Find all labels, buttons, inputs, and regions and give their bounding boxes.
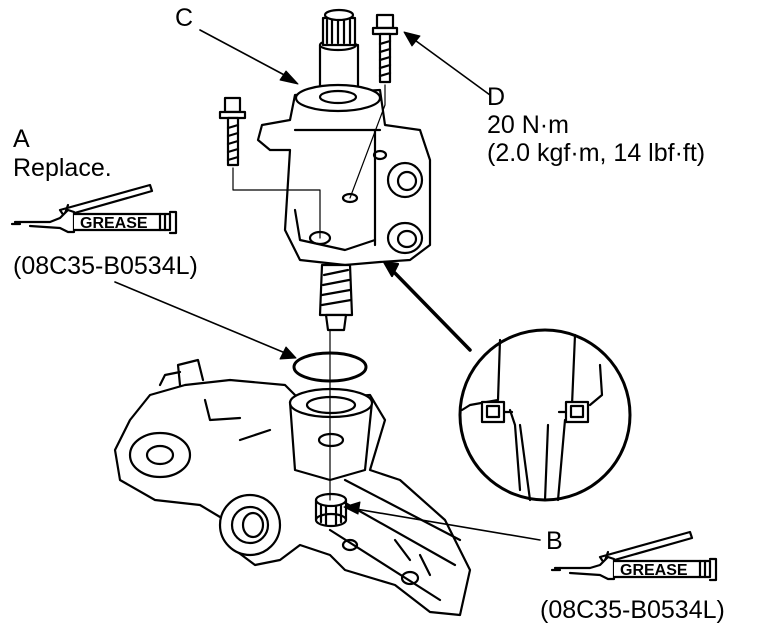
grease-gun-icon (10, 183, 178, 235)
callout-letter-c: C (175, 4, 194, 32)
detail-inset (458, 328, 632, 502)
gear-housing (113, 358, 472, 617)
callout-letter-b: B (546, 527, 563, 555)
callout-letter-d: D (487, 83, 506, 111)
part-number-b: (08C35-B0534L) (540, 596, 725, 624)
torque-metric-d: 20 N·m (487, 111, 569, 139)
needle-bearing-b (314, 492, 348, 528)
grease-gun-icon-2 (550, 530, 718, 582)
torque-alt-d: (2.0 kgf·m, 14 lbf·ft) (487, 139, 706, 167)
part-number-a: (08C35-B0534L) (13, 252, 198, 280)
grease-label-a: GREASE (80, 215, 148, 232)
grease-label-b: GREASE (620, 562, 688, 579)
callout-note-a: Replace. (13, 154, 112, 182)
flange-bolt-right (371, 13, 399, 84)
valve-body-c (256, 8, 432, 332)
flange-bolt-left (218, 96, 247, 167)
callout-letter-a: A (13, 125, 30, 153)
